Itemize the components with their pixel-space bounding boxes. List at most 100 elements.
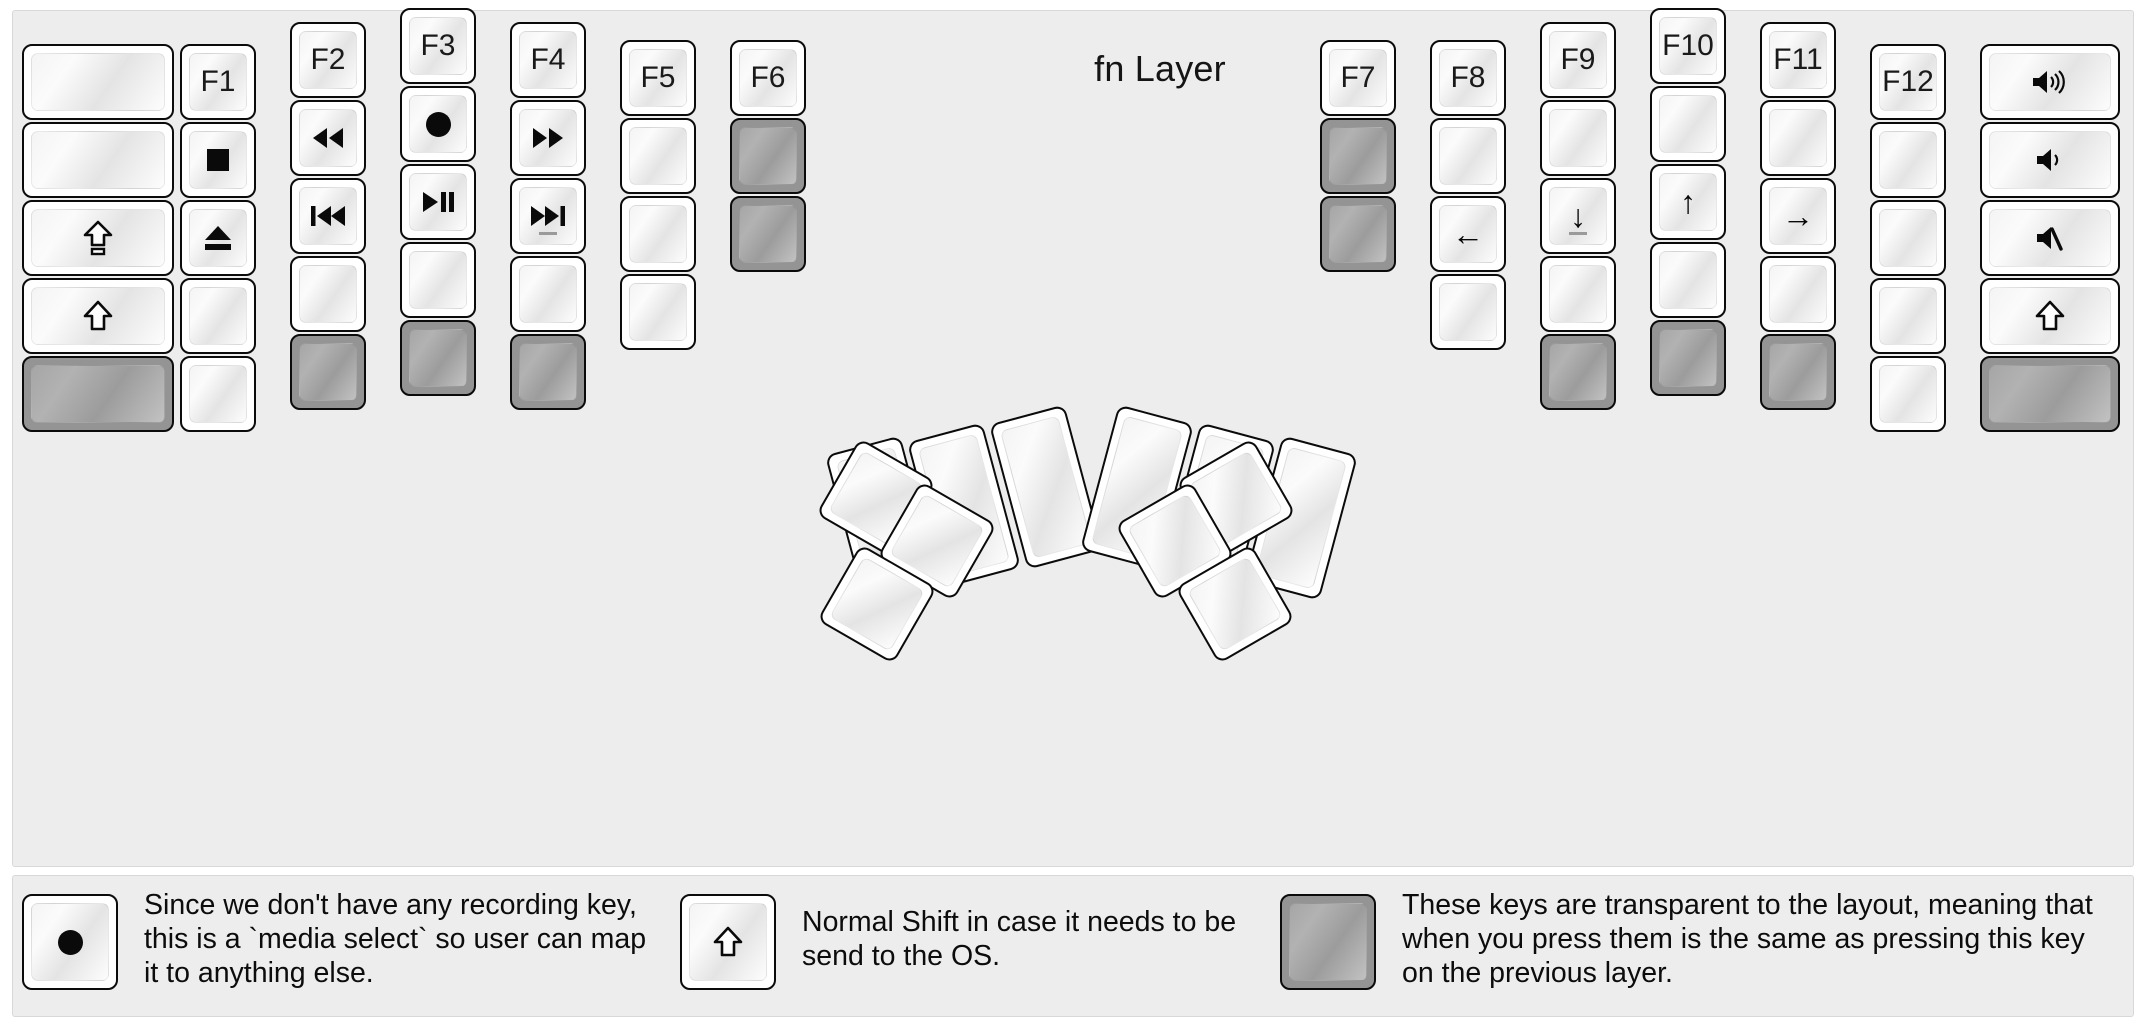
key-col-index-r5[interactable] xyxy=(510,334,586,410)
key-col-pinky-r-r5[interactable] xyxy=(1870,356,1946,432)
key-col-pinky-outer-r2[interactable] xyxy=(22,122,174,198)
key-col-ring-r-r5[interactable] xyxy=(1760,334,1836,410)
legend-text-normal-shift: Normal Shift in case it needs to be send… xyxy=(802,906,1237,972)
key-col-index-inner-r-r1-f8[interactable]: F8 xyxy=(1430,40,1506,116)
page-title: fn Layer xyxy=(1094,48,1226,89)
legend-text-transparent: These keys are transparent to the layout… xyxy=(1402,889,2093,989)
key-col-middle-r-r5[interactable] xyxy=(1650,320,1726,396)
volume-up-icon xyxy=(2029,67,2071,97)
key-col-index-inner-r4[interactable] xyxy=(620,274,696,350)
shift-arrow-icon xyxy=(713,925,743,959)
key-col-pinky-r2[interactable] xyxy=(180,122,256,198)
rewind-icon xyxy=(308,125,348,151)
key-col-pinky-r-r1-f12[interactable]: F12 xyxy=(1870,44,1946,120)
key-label: F4 xyxy=(530,43,566,76)
key-col-pinky-outer-r-r4[interactable] xyxy=(1980,278,2120,354)
key-col-ring-r1-f2[interactable]: F2 xyxy=(290,22,366,98)
key-col-pinky-r-r2[interactable] xyxy=(1870,122,1946,198)
key-col-index-r-r3[interactable]: ↓ xyxy=(1540,178,1616,254)
key-col-inner-r-r3[interactable] xyxy=(1320,196,1396,272)
legend-key-record xyxy=(22,894,118,990)
key-col-inner-r-r2[interactable] xyxy=(1320,118,1396,194)
key-col-pinky-r-r3[interactable] xyxy=(1870,200,1946,276)
key-col-index-r-r4[interactable] xyxy=(1540,256,1616,332)
arrow-down-icon: ↓ xyxy=(1570,198,1586,234)
key-label: F10 xyxy=(1662,29,1714,62)
key-col-pinky-outer-r-r5[interactable] xyxy=(1980,356,2120,432)
key-col-index-inner-r3[interactable] xyxy=(620,196,696,272)
key-col-index-r-r2[interactable] xyxy=(1540,100,1616,176)
key-col-ring-r3[interactable] xyxy=(290,178,366,254)
key-col-index-r4[interactable] xyxy=(510,256,586,332)
key-col-pinky-r1-f1[interactable]: F1 xyxy=(180,44,256,120)
key-col-index-inner-r2[interactable] xyxy=(620,118,696,194)
key-col-middle-r-r1-f10[interactable]: F10 xyxy=(1650,8,1726,84)
shift-arrow-icon xyxy=(2035,299,2065,333)
stop-square-icon xyxy=(207,149,229,171)
key-col-middle-r5[interactable] xyxy=(400,320,476,396)
key-col-middle-r-r3[interactable]: ↑ xyxy=(1650,164,1726,240)
key-col-index-r3[interactable] xyxy=(510,178,586,254)
key-col-pinky-outer-r3[interactable] xyxy=(22,200,174,276)
key-col-ring-r-r1-f11[interactable]: F11 xyxy=(1760,22,1836,98)
key-col-pinky-r4[interactable] xyxy=(180,278,256,354)
key-col-pinky-outer-r-r2[interactable] xyxy=(1980,122,2120,198)
legend-panel xyxy=(12,875,2134,1017)
key-col-index-r1-f4[interactable]: F4 xyxy=(510,22,586,98)
legend-item-transparent: These keys are transparent to the layout… xyxy=(1280,888,2120,1000)
key-col-index-r-r1-f9[interactable]: F9 xyxy=(1540,22,1616,98)
key-label: F9 xyxy=(1560,43,1596,76)
arrow-right-icon: → xyxy=(1782,198,1814,234)
legend-key-transparent xyxy=(1280,894,1376,990)
key-col-middle-r-r2[interactable] xyxy=(1650,86,1726,162)
key-col-pinky-outer-r-r3[interactable] xyxy=(1980,200,2120,276)
key-col-ring-r-r3[interactable]: → xyxy=(1760,178,1836,254)
key-col-ring-r-r2[interactable] xyxy=(1760,100,1836,176)
key-col-inner-r3[interactable] xyxy=(730,196,806,272)
key-col-index-inner-r-r3[interactable]: ← xyxy=(1430,196,1506,272)
key-col-middle-r-r4[interactable] xyxy=(1650,242,1726,318)
key-label: F5 xyxy=(640,61,676,94)
key-col-index-r2[interactable] xyxy=(510,100,586,176)
key-label: F6 xyxy=(750,61,786,94)
key-col-pinky-r-r4[interactable] xyxy=(1870,278,1946,354)
record-dot-icon xyxy=(57,929,83,955)
legend-key-shift xyxy=(680,894,776,990)
key-col-middle-r1-f3[interactable]: F3 xyxy=(400,8,476,84)
key-label: F11 xyxy=(1773,43,1823,76)
key-col-index-inner-r-r2[interactable] xyxy=(1430,118,1506,194)
key-label: F8 xyxy=(1450,61,1486,94)
key-col-middle-r3[interactable] xyxy=(400,164,476,240)
key-col-pinky-outer-r-r1[interactable] xyxy=(1980,44,2120,120)
shift-arrow-icon xyxy=(83,299,113,333)
arrow-up-icon: ↑ xyxy=(1680,184,1696,220)
key-col-pinky-outer-r1[interactable] xyxy=(22,44,174,120)
caps-lock-arrow-icon xyxy=(83,219,113,257)
key-col-index-r-r5[interactable] xyxy=(1540,334,1616,410)
key-col-ring-r-r4[interactable] xyxy=(1760,256,1836,332)
key-col-inner-r2[interactable] xyxy=(730,118,806,194)
key-label: F7 xyxy=(1340,61,1376,94)
play-pause-icon xyxy=(418,189,458,215)
key-col-inner-r1-f6[interactable]: F6 xyxy=(730,40,806,116)
key-col-inner-r-r1-f7[interactable]: F7 xyxy=(1320,40,1396,116)
volume-mute-icon xyxy=(2033,223,2067,253)
key-col-index-inner-r1-f5[interactable]: F5 xyxy=(620,40,696,116)
key-col-middle-r4[interactable] xyxy=(400,242,476,318)
key-label: F2 xyxy=(310,43,346,76)
fast-forward-icon xyxy=(528,125,568,151)
key-col-pinky-outer-r5[interactable] xyxy=(22,356,174,432)
homing-bar xyxy=(1569,232,1587,235)
key-col-ring-r5[interactable] xyxy=(290,334,366,410)
key-col-ring-r2[interactable] xyxy=(290,100,366,176)
key-col-middle-r2[interactable] xyxy=(400,86,476,162)
key-col-ring-r4[interactable] xyxy=(290,256,366,332)
legend-item-normal-shift: Normal Shift in case it needs to be send… xyxy=(680,888,1240,1000)
key-col-pinky-r3[interactable] xyxy=(180,200,256,276)
key-col-index-inner-r-r4[interactable] xyxy=(1430,274,1506,350)
key-col-pinky-r5[interactable] xyxy=(180,356,256,432)
key-col-pinky-outer-r4[interactable] xyxy=(22,278,174,354)
key-label: F1 xyxy=(200,65,236,98)
arrow-left-icon: ← xyxy=(1452,216,1484,252)
